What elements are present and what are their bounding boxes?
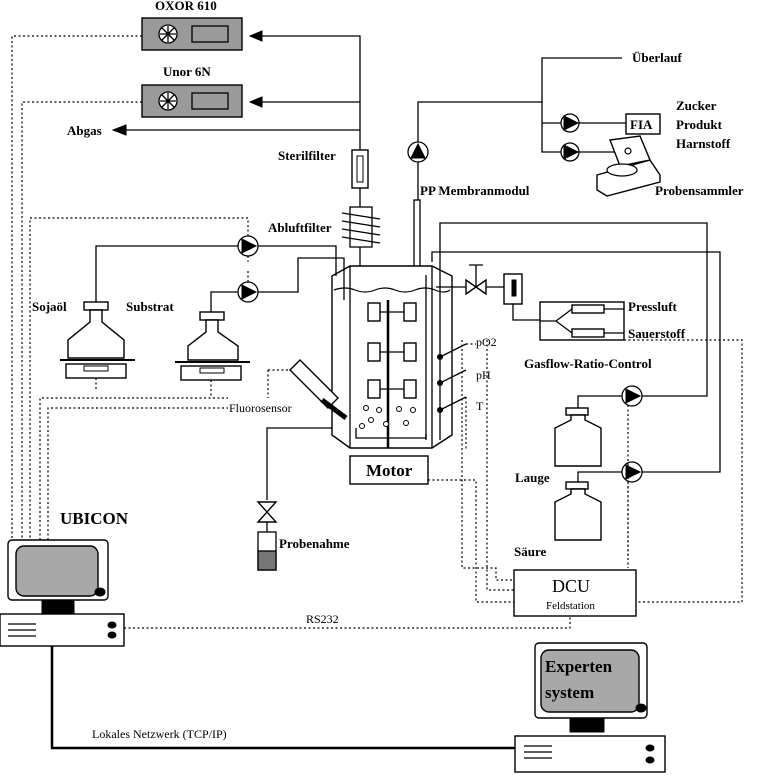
gas-valve [465, 264, 487, 296]
saeure-bottle [554, 481, 602, 541]
probenahme-tube [257, 531, 277, 571]
sojaoel-bottle [60, 301, 135, 379]
sauerstoff-label: Sauerstoff [628, 326, 686, 341]
membranmodul-label: PP Membranmodul [420, 183, 530, 198]
system-label: system [545, 683, 594, 702]
zucker-label: Zucker [676, 98, 717, 113]
pump-probensammler [560, 142, 580, 162]
expertensystem-computer [514, 642, 666, 773]
gasflow-ratio-control [539, 301, 625, 341]
gasflow-label: Gasflow-Ratio-Control [524, 356, 652, 371]
t-label: T [476, 399, 484, 413]
pump-substrat [237, 281, 259, 303]
abluftfilter-label: Abluftfilter [268, 220, 332, 235]
probensammler-label: Probensammler [655, 183, 744, 198]
motor-label: Motor [366, 461, 413, 480]
ubicon-computer [0, 539, 125, 647]
ph-label: pH [476, 368, 491, 382]
bioreactor-vessel [331, 265, 453, 449]
motor [349, 455, 429, 485]
substrat-label: Substrat [126, 299, 174, 314]
produkt-label: Produkt [676, 117, 723, 132]
unor-label: Unor 6N [163, 64, 211, 79]
pump-membranmodul [407, 141, 429, 163]
feldstation-label: Feldstation [546, 600, 595, 612]
saeure-label: Säure [514, 544, 546, 559]
ubicon-label: UBICON [60, 509, 129, 528]
pump-saeure [621, 461, 643, 483]
sterilfilter-label: Sterilfilter [278, 148, 336, 163]
rs232-label: RS232 [306, 612, 339, 626]
sojaoel-label: Sojaöl [32, 299, 67, 314]
lauge-bottle [554, 407, 602, 467]
pump-lauge [621, 385, 643, 407]
oxor-label: OXOR 610 [155, 0, 217, 13]
ueberlauf-label: Überlauf [632, 50, 683, 65]
experten-label: Experten [545, 657, 613, 676]
fluorosensor-label: Fluorosensor [229, 401, 292, 415]
pump-fia [560, 113, 580, 133]
dcu-box [513, 569, 637, 617]
po2-label: pO2 [476, 335, 497, 349]
fia-box [625, 113, 661, 135]
oxor-analyzer [141, 17, 243, 51]
pump-sojaoel [237, 235, 259, 257]
fia-label: FIA [630, 117, 653, 132]
substrat-bottle [175, 311, 250, 381]
lan-line [50, 646, 515, 750]
probenahme-valve [256, 501, 278, 523]
netzwerk-label: Lokales Netzwerk (TCP/IP) [92, 727, 227, 741]
abgas-label: Abgas [67, 123, 102, 138]
probenahme-label: Probenahme [279, 536, 350, 551]
abluftfilter [341, 206, 381, 248]
fluorosensor [289, 359, 348, 420]
signal-lines [11, 35, 743, 629]
unor-analyzer [141, 84, 243, 118]
lauge-label: Lauge [515, 470, 550, 485]
dcu-label: DCU [552, 576, 590, 596]
pressluft-label: Pressluft [628, 299, 678, 314]
probensammler [596, 135, 661, 197]
harnstoff-label: Harnstoff [676, 136, 731, 151]
